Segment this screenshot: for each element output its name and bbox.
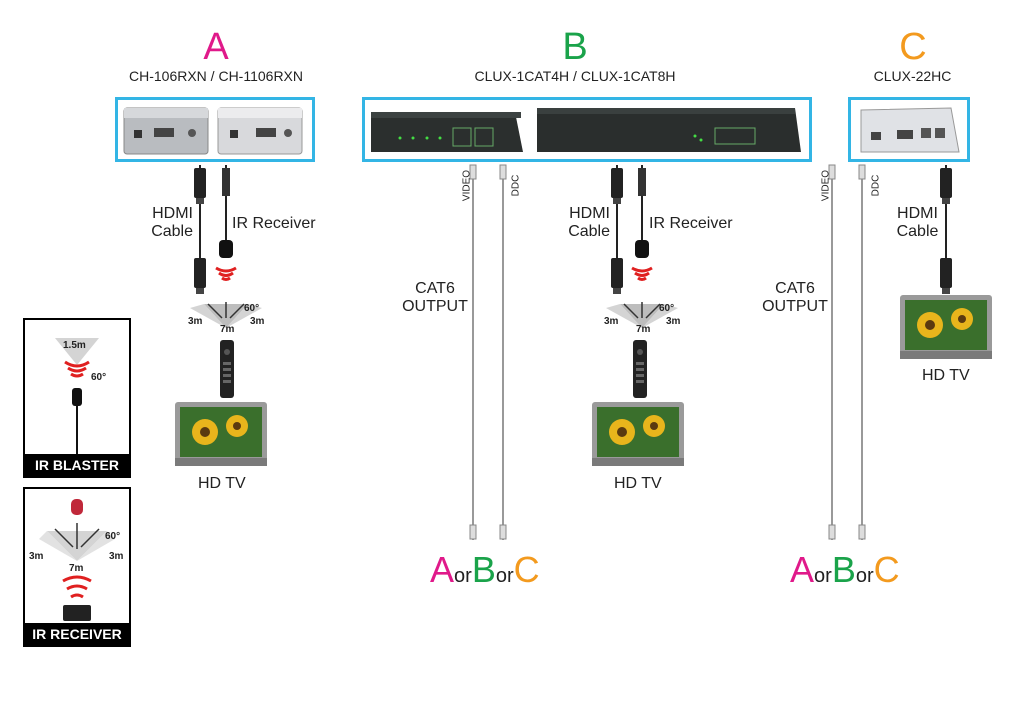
range-front-b: 7m: [636, 324, 651, 335]
ir-receiver-label-a: IR Receiver: [232, 215, 316, 232]
legend-ir-blaster: 1.5m 60° IR BLASTER: [23, 318, 131, 478]
range-left-a: 3m: [188, 316, 203, 327]
choice-or: or: [855, 565, 874, 587]
hdmi-cable-label-line1: HDMI: [897, 205, 938, 222]
hd-tv-label-b: HD TV: [614, 475, 662, 492]
hdmi-cable-label-b: HDMI Cable: [555, 205, 610, 241]
choice-or: or: [454, 565, 472, 587]
receiver-device-c: [860, 107, 960, 153]
device-box-c: [848, 97, 970, 162]
blaster-range-label: 1.5m: [63, 340, 86, 351]
choice-a: A: [430, 549, 455, 590]
group-b-model: CLUX-1CAT4H / CLUX-1CAT8H: [474, 68, 676, 84]
choice-c: C: [513, 549, 540, 590]
choice-a: A: [790, 549, 815, 590]
choice-b: B: [471, 549, 496, 590]
range-right-a: 3m: [250, 316, 265, 327]
splitter-devices-b: [371, 108, 801, 152]
cat6-output-label-left: CAT6 OUTPUT: [402, 280, 468, 316]
ddc-label-left: DDC: [510, 174, 522, 197]
hd-tv-label-c: HD TV: [922, 367, 970, 384]
range-front-a: 7m: [220, 324, 235, 335]
video-label-left: VIDEO: [461, 169, 473, 202]
video-label-right: VIDEO: [820, 169, 832, 202]
legend-ir-receiver: 60° 3m 7m 3m IR RECEIVER: [23, 487, 131, 647]
choice-or: or: [814, 565, 832, 587]
angle-label-a: 60°: [244, 303, 260, 314]
group-c-model: CLUX-22HC: [873, 68, 952, 84]
receiver-angle-label: 60°: [105, 531, 121, 542]
receiver-range-left: 3m: [29, 551, 44, 562]
cat6-label-line1: CAT6: [415, 280, 455, 297]
device-box-a: [115, 97, 315, 162]
choice-b: B: [831, 549, 856, 590]
ir-receiver-icon: [39, 499, 115, 621]
angle-label-b: 60°: [659, 303, 675, 314]
hdmi-plug-icon: [194, 168, 206, 204]
hd-tv-label-a: HD TV: [198, 475, 246, 492]
group-c-letter: C: [899, 26, 927, 68]
ir-receiver-label-b: IR Receiver: [649, 215, 733, 232]
receiver-range-front: 7m: [69, 563, 84, 574]
hdmi-cable-label-line2: Cable: [896, 223, 939, 240]
receiver-range-right: 3m: [109, 551, 124, 562]
hdmi-cable-label-line1: HDMI: [152, 205, 193, 222]
group-a-letter: A: [203, 26, 229, 68]
ir-blaster-title: IR BLASTER: [25, 454, 129, 476]
aorborc-left: AorBorC: [430, 550, 540, 596]
ir-blaster-icon: [55, 338, 99, 454]
ir-receiver-title: IR RECEIVER: [25, 623, 129, 645]
blaster-angle-label: 60°: [91, 372, 107, 383]
group-b-letter: B: [562, 26, 588, 68]
hdmi-cable-label-line2: Cable: [568, 223, 610, 240]
hdmi-cable-label-c: HDMI Cable: [890, 205, 945, 241]
hdmi-cable-label-a: HDMI Cable: [138, 205, 193, 241]
cat6-label-line2: OUTPUT: [762, 298, 828, 315]
hdmi-cable-label-line2: Cable: [151, 223, 193, 240]
group-a-model: CH-106RXN / CH-1106RXN: [128, 68, 303, 84]
device-box-b: [362, 97, 812, 162]
ddc-label-right: DDC: [870, 174, 882, 197]
range-right-b: 3m: [666, 316, 681, 327]
receiver-devices-a: [123, 107, 303, 155]
range-left-b: 3m: [604, 316, 619, 327]
choice-or: or: [495, 565, 514, 587]
hdmi-cable-label-line1: HDMI: [569, 205, 610, 222]
cat6-label-line2: OUTPUT: [402, 298, 468, 315]
cat6-output-label-right: CAT6 OUTPUT: [762, 280, 828, 316]
cat6-label-line1: CAT6: [775, 280, 815, 297]
choice-c: C: [873, 549, 900, 590]
aorborc-right: AorBorC: [790, 550, 900, 596]
